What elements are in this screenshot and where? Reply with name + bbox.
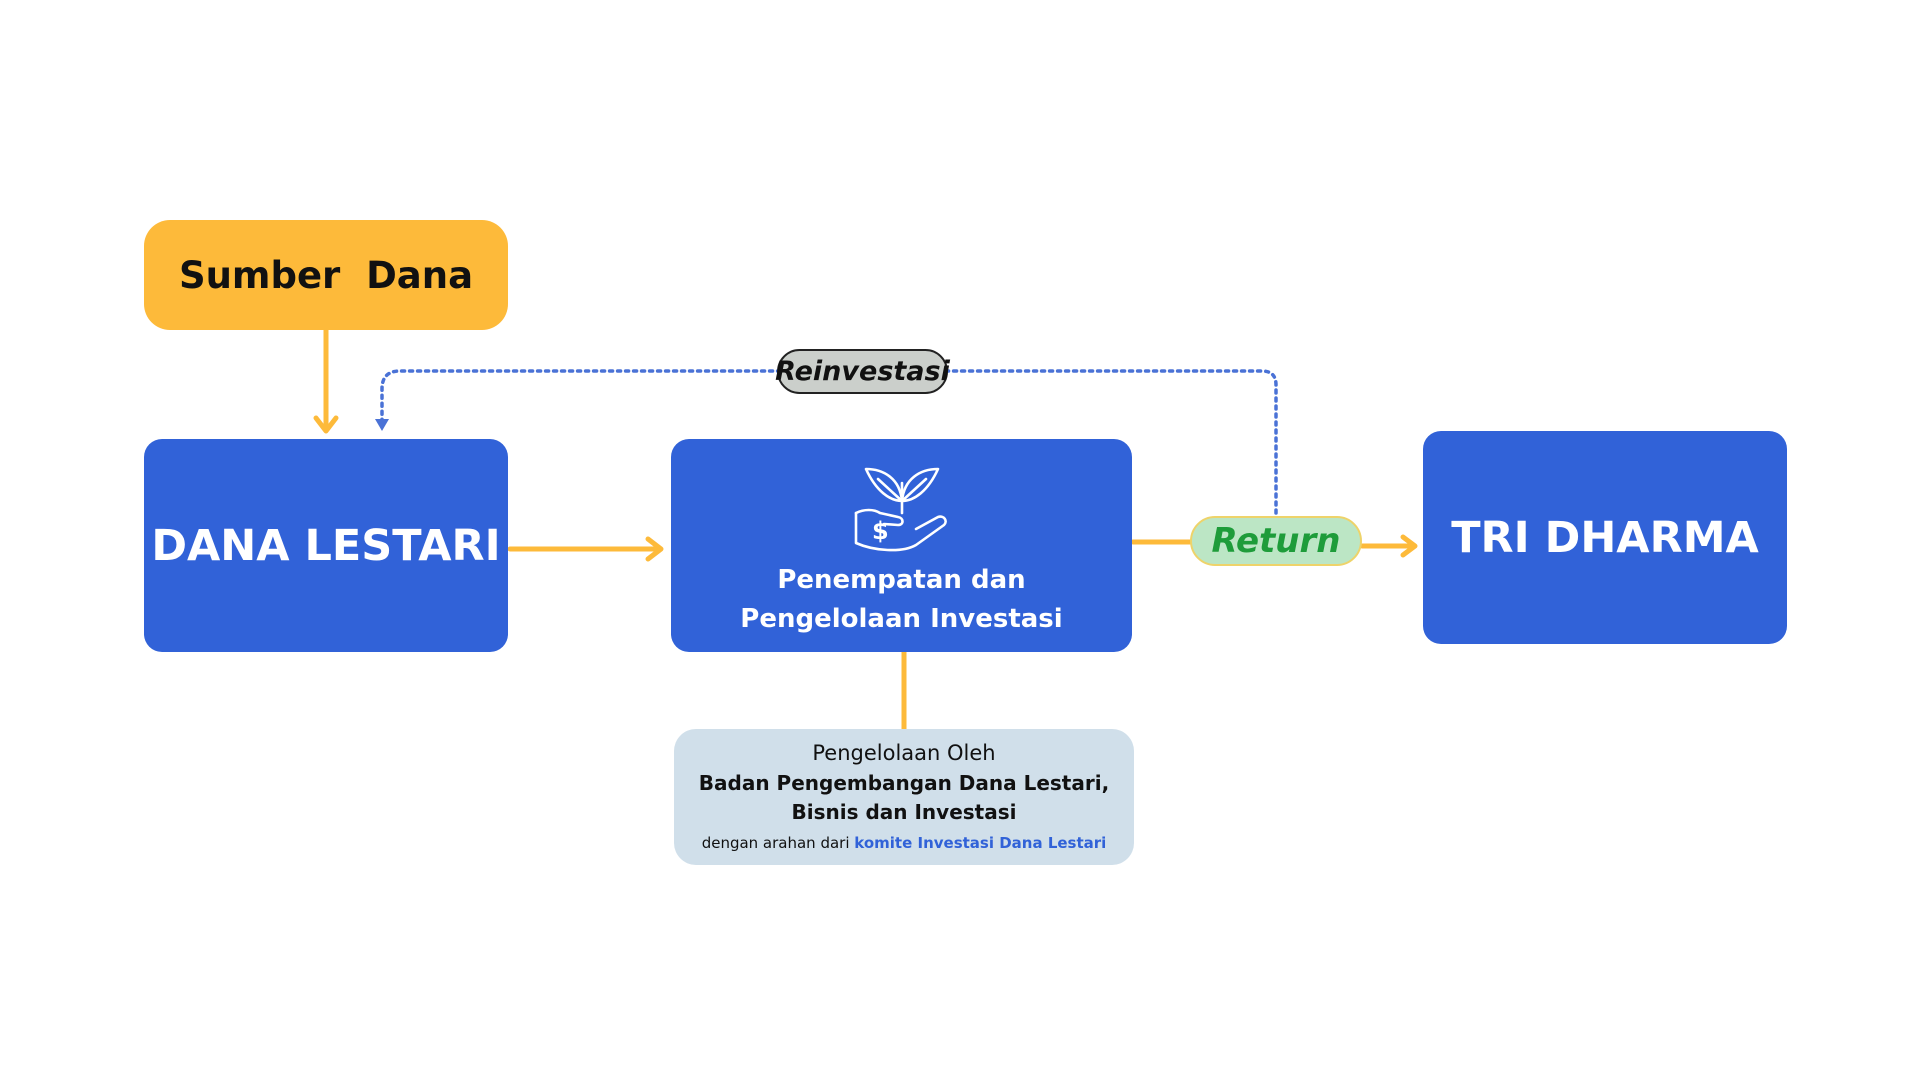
- source-to-dana-arrowhead: [313, 415, 339, 434]
- source-node-label: Sumber Dana: [178, 253, 474, 297]
- dana-to-invest-arrowhead: [645, 536, 664, 562]
- management-note-highlight: komite Investasi Dana Lestari: [854, 834, 1107, 852]
- reinvest-label-text: Reinvestasi: [775, 356, 950, 387]
- management-org-line2: Bisnis dan Investasi: [791, 800, 1017, 824]
- dana-lestari-node: DANA LESTARI: [144, 439, 508, 652]
- tri-dharma-label: TRI DHARMA: [1451, 512, 1759, 563]
- reinvest-dotted-line: [380, 369, 1278, 515]
- dollar-sign-icon: $: [872, 517, 889, 545]
- return-to-tri-arrowhead: [1400, 534, 1418, 558]
- dana-lestari-label: DANA LESTARI: [151, 520, 501, 571]
- management-org-line1: Badan Pengembangan Dana Lestari,: [698, 771, 1110, 795]
- investment-title-line2: Pengelolaan Investasi: [740, 604, 1063, 634]
- tri-dharma-node: TRI DHARMA: [1423, 431, 1787, 644]
- investment-title-line1: Penempatan dan: [777, 565, 1026, 595]
- management-note: dengan arahan dari komite Investasi Dana…: [702, 831, 1107, 855]
- return-label-text: Return: [1211, 521, 1341, 561]
- reinvest-label: Reinvestasi: [775, 349, 950, 394]
- return-label: Return: [1190, 516, 1362, 566]
- source-node: Sumber Dana: [144, 220, 508, 330]
- management-heading: Pengelolaan Oleh: [812, 741, 996, 765]
- management-note-prefix: dengan arahan dari: [701, 834, 855, 852]
- investment-node-title: Penempatan dan Pengelolaan Investasi: [740, 561, 1062, 639]
- investment-node: $ Penempatan dan Pengelolaan Investasi: [671, 439, 1132, 652]
- management-box: Pengelolaan Oleh Badan Pengembangan Dana…: [674, 729, 1134, 865]
- hand-plant-money-icon: $: [854, 467, 947, 552]
- reinvest-arrowhead: [375, 419, 389, 431]
